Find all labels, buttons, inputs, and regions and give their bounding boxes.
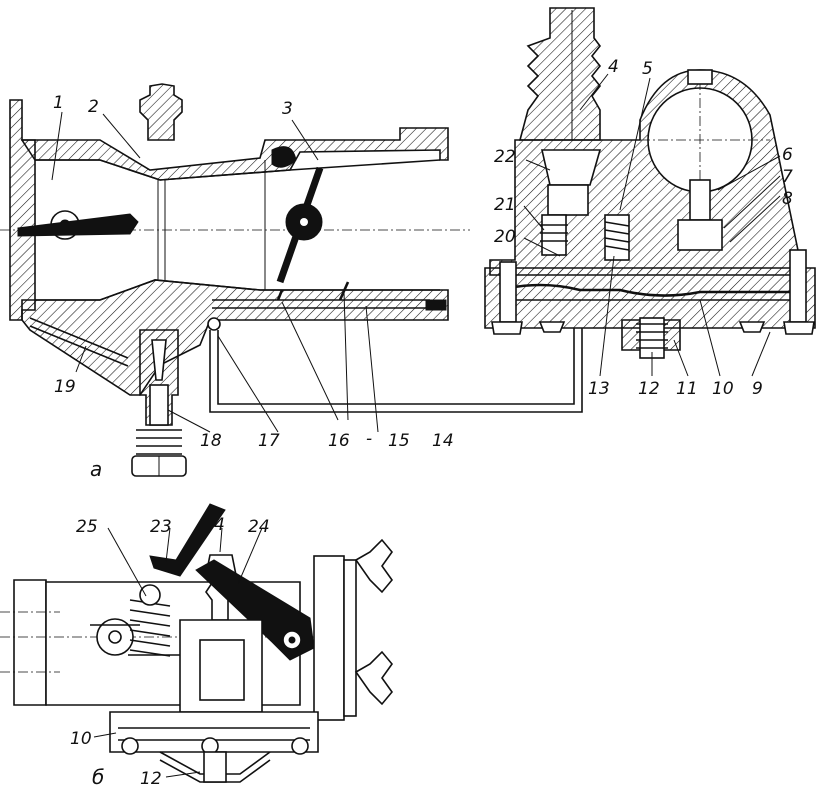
label-17: 17 [258,431,280,451]
throttle-valve [271,146,324,284]
label-4: 4 [608,57,619,77]
label-15: 15 [388,431,410,451]
label-5: 5 [642,59,653,79]
impulse-line [207,317,583,413]
label-24: 24 [248,517,270,537]
label-6: 6 [782,145,793,165]
caption-a: а [90,457,102,481]
label-10b: 10 [70,729,92,749]
carburetor-body-section [0,83,470,396]
label-9: 9 [752,379,763,399]
label-12b: 12 [140,769,162,789]
label-11: 11 [676,379,698,399]
label-13: 13 [588,379,610,399]
leader-lines [51,73,781,778]
label-14: 14 [432,431,454,451]
label-7: 7 [782,167,793,187]
label-dash: - [366,429,372,449]
label-3: 3 [282,99,293,119]
label-16: 16 [328,431,350,451]
label-1: 1 [53,93,64,113]
caption-b: б [92,765,104,789]
label-20: 20 [494,227,516,247]
pump-body-section [484,7,816,359]
label-18: 18 [200,431,222,451]
choke-flap [17,210,139,240]
idle-adjust-screw [131,329,187,477]
label-10: 10 [712,379,734,399]
label-8: 8 [782,189,793,209]
label-23: 23 [150,517,172,537]
label-19: 19 [54,377,76,397]
external-view [0,503,394,783]
label-25: 25 [76,517,98,537]
label-4b: 4 [214,515,225,535]
label-21: 21 [494,195,516,215]
label-22: 22 [494,147,516,167]
label-12: 12 [638,379,660,399]
label-2: 2 [88,97,99,117]
